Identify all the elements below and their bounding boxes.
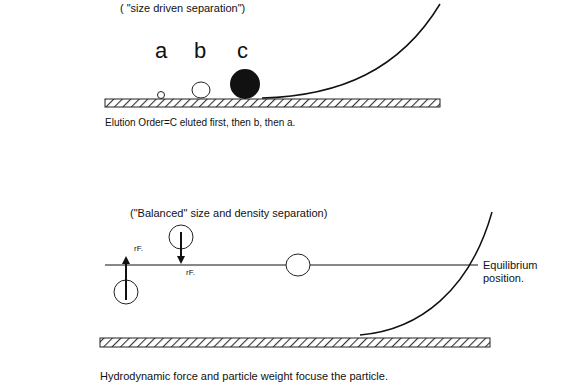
particle — [286, 254, 310, 276]
force-arrow — [180, 232, 182, 262]
force-label: rF. — [134, 244, 143, 253]
panel-heading: ( "size driven separation") — [120, 2, 245, 15]
particle-letter: c — [237, 38, 248, 63]
particle-letter: a — [155, 38, 167, 63]
flow-profile — [360, 212, 492, 335]
force-label: rF. — [186, 268, 195, 277]
wall — [105, 99, 440, 107]
particle-a — [158, 92, 165, 99]
line-label: Equilibrium position. — [483, 259, 563, 284]
note: Elution Order=C eluted first, then b, th… — [105, 117, 295, 129]
flow-profile — [262, 4, 440, 98]
force-arrow — [125, 258, 127, 300]
panel-heading: ("Balanced" size and density separation) — [130, 207, 327, 220]
particle-letter: b — [194, 38, 206, 63]
particle-c — [230, 69, 260, 99]
caption: Hydrodynamic force and particle weight f… — [100, 370, 388, 383]
particle-b — [192, 82, 210, 98]
wall — [100, 338, 490, 347]
